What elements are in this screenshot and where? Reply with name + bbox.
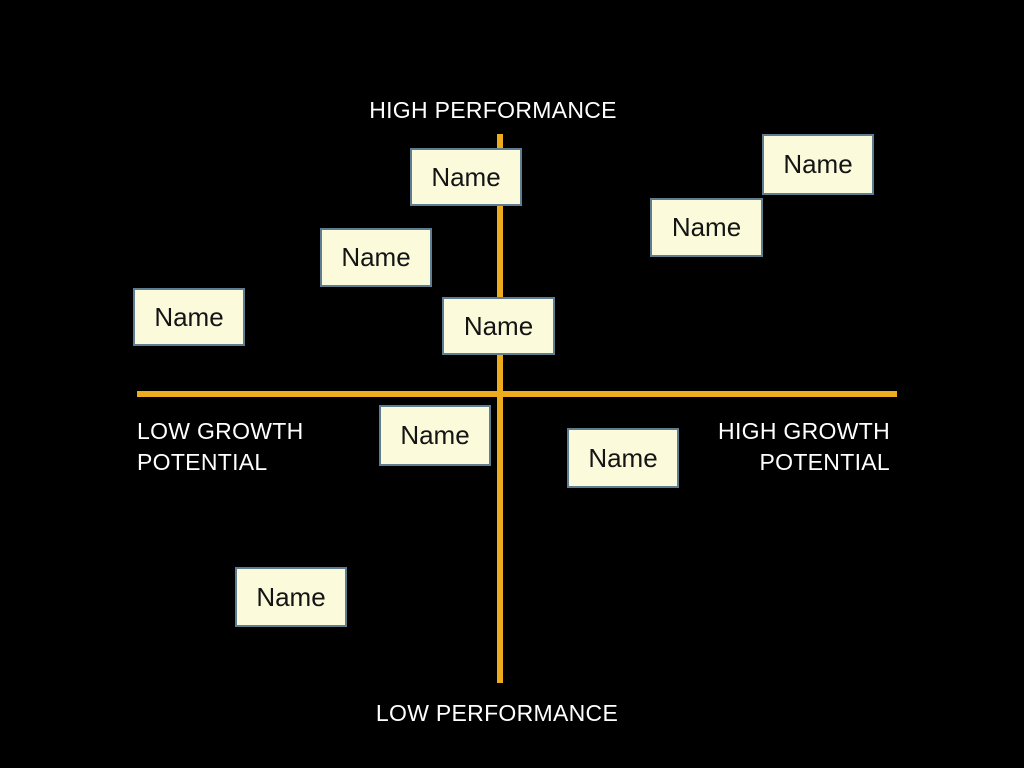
name-box: Name xyxy=(650,198,763,257)
vertical-axis-line xyxy=(497,134,503,683)
name-box: Name xyxy=(133,288,245,346)
name-box: Name xyxy=(567,428,679,488)
axis-label-low-growth-potential: LOW GROWTH POTENTIAL xyxy=(137,416,304,478)
axis-label-high-growth-line2: POTENTIAL xyxy=(759,449,890,475)
name-box: Name xyxy=(320,228,432,287)
name-box: Name xyxy=(379,405,491,466)
axis-label-high-growth-potential: HIGH GROWTH POTENTIAL xyxy=(718,416,890,478)
name-box: Name xyxy=(442,297,555,355)
axis-label-high-growth-line1: HIGH GROWTH xyxy=(718,418,890,444)
horizontal-axis-line xyxy=(137,391,897,397)
axis-label-low-growth-line2: POTENTIAL xyxy=(137,449,268,475)
axis-label-high-performance: HIGH PERFORMANCE xyxy=(369,97,617,123)
axis-label-low-performance: LOW PERFORMANCE xyxy=(375,700,619,726)
axis-label-low-growth-line1: LOW GROWTH xyxy=(137,418,304,444)
name-box: Name xyxy=(410,148,522,206)
name-box: Name xyxy=(762,134,874,195)
name-box: Name xyxy=(235,567,347,627)
